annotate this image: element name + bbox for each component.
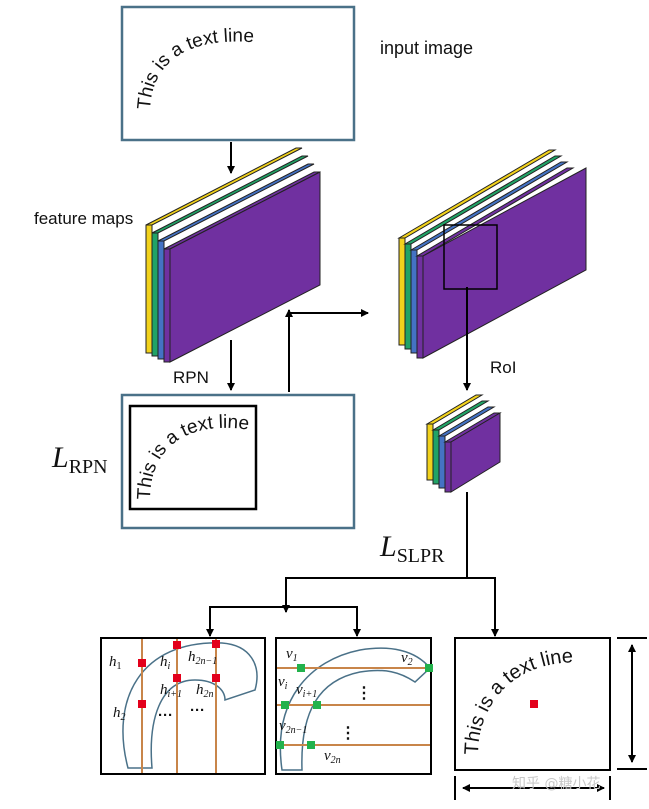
rpn-proposal-box xyxy=(128,404,258,511)
h-point xyxy=(212,640,220,648)
v-ellipsis-2: ⋮ xyxy=(340,725,356,742)
v-boundary-panel: v1 v2 vi vi+1 v2n−1 v2n ⋮ ⋮ xyxy=(275,637,433,775)
h-point xyxy=(173,641,181,649)
h-point xyxy=(138,700,146,708)
rpn-output-frame xyxy=(120,393,356,530)
h-panel-frame xyxy=(100,637,266,775)
feature-maps-label: feature maps xyxy=(34,209,133,228)
arrow-branch-right xyxy=(467,577,499,637)
roi-pooled-feature xyxy=(425,394,502,493)
h2-label: h2 xyxy=(113,705,126,723)
h-text-region xyxy=(122,642,258,769)
h1-label: h1 xyxy=(109,654,122,672)
roi-label: RoI xyxy=(490,358,516,377)
feature-map-stack xyxy=(145,147,321,363)
arrow-split-bar xyxy=(209,606,358,634)
input-image-label: input image xyxy=(380,38,473,58)
v-point xyxy=(425,664,433,672)
v-point xyxy=(313,701,321,709)
v-point xyxy=(307,741,315,749)
v-ellipsis-1: ⋮ xyxy=(356,685,372,702)
hi1-label: hi+1 xyxy=(160,682,182,700)
input-image-box: This is a text line xyxy=(120,5,356,142)
input-image-frame xyxy=(120,5,356,142)
h-boundary-panel: h1 hi h2n−1 hi+1 h2n h2 ··· ··· xyxy=(100,637,266,775)
l-slpr-loss: LSLPR xyxy=(379,530,445,567)
center-point xyxy=(530,700,538,708)
hi-label: hi xyxy=(160,654,171,672)
h-ellipsis-1: ··· xyxy=(158,707,173,724)
center-point-panel: This is a text line xyxy=(454,637,611,771)
vi1-label: vi+1 xyxy=(296,682,317,700)
rpn-label: RPN xyxy=(173,368,209,387)
h-point xyxy=(173,674,181,682)
v-point xyxy=(276,741,284,749)
h2n1-label: h2n−1 xyxy=(188,649,217,667)
rpn-output-box: This is a text line xyxy=(120,393,356,530)
v-point xyxy=(297,664,305,672)
arrow-rpn-to-roi-features xyxy=(288,309,369,392)
h-point xyxy=(212,674,220,682)
roi-feature-map-stack xyxy=(397,149,587,359)
watermark: 知乎 @糖小花 xyxy=(512,775,600,792)
h-ellipsis-2: ··· xyxy=(190,702,205,719)
roi-region-box xyxy=(443,224,498,290)
v1-label: v1 xyxy=(286,646,298,664)
l-rpn-loss: LRPN xyxy=(51,441,108,478)
v2n-label: v2n xyxy=(324,748,341,766)
h-point xyxy=(138,659,146,667)
v2n1-label: v2n−1 xyxy=(279,718,307,736)
v-point xyxy=(281,701,289,709)
h2n-label: h2n xyxy=(196,682,214,700)
v2-label: v2 xyxy=(401,650,413,668)
vi-label: vi xyxy=(278,674,288,692)
arrow-branch-left xyxy=(282,577,467,613)
